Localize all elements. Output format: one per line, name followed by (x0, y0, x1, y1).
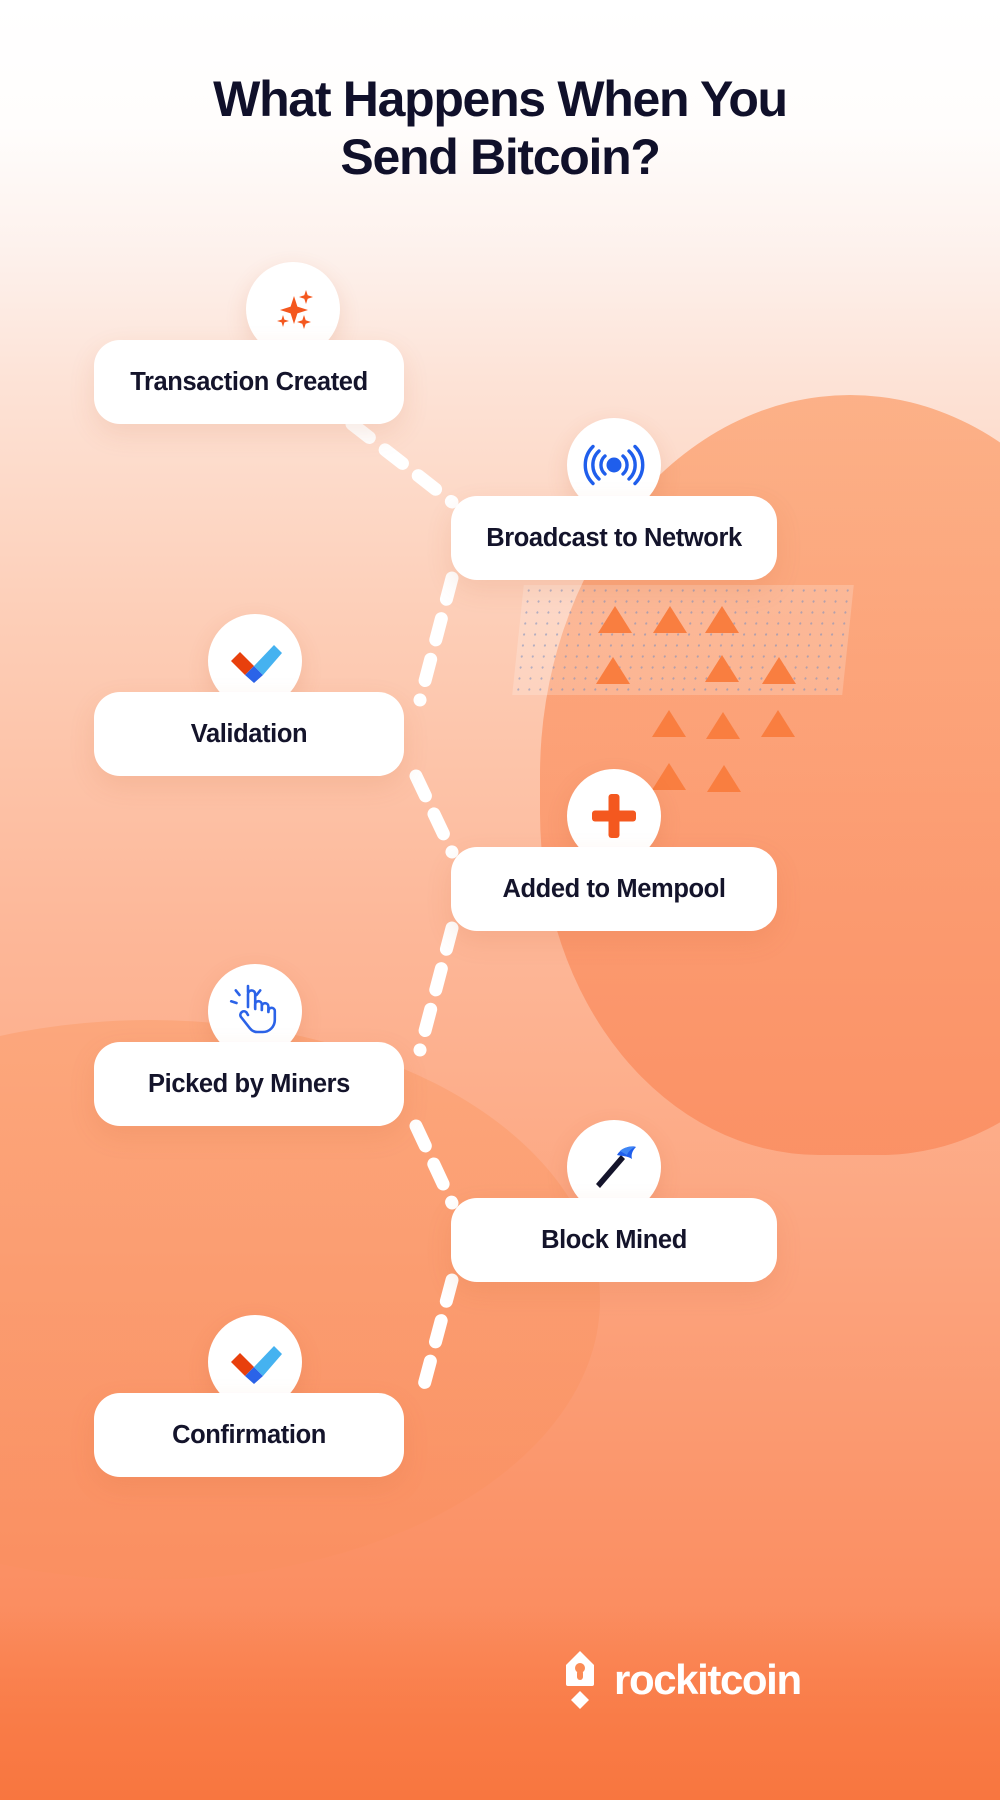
step-3-validation[interactable]: Validation (94, 614, 404, 776)
decorative-triangle (705, 606, 739, 633)
decorative-triangle (706, 712, 740, 739)
background-footer-gradient (0, 1610, 1000, 1800)
step-5-picked-by-miners[interactable]: Picked by Miners (94, 964, 404, 1126)
step-1-label: Transaction Created (130, 367, 368, 396)
step-4-added-to-mempool[interactable]: Added to Mempool (451, 769, 777, 931)
step-6-label: Block Mined (541, 1225, 687, 1254)
pointing-hand-click-icon (229, 984, 277, 1034)
decorative-triangle (598, 606, 632, 633)
decorative-triangle (652, 763, 686, 790)
step-5-card[interactable]: Picked by Miners (94, 1042, 404, 1126)
step-2-label: Broadcast to Network (486, 523, 742, 552)
step-6-block-mined[interactable]: Block Mined (451, 1120, 777, 1282)
step-5-label: Picked by Miners (148, 1069, 350, 1098)
brand-name: rockitcoin (614, 1656, 802, 1703)
pickaxe-icon (596, 1146, 636, 1188)
step-7-card[interactable]: Confirmation (94, 1393, 404, 1477)
brand-logo[interactable]: rockitcoin (560, 1650, 802, 1710)
step-4-label: Added to Mempool (502, 874, 726, 903)
broadcast-signal-icon (583, 444, 645, 486)
page-title-line-1: What Happens When You (213, 71, 788, 127)
dotted-texture-panel (512, 585, 854, 695)
plus-icon (592, 794, 636, 838)
sparkles-icon (277, 290, 313, 329)
step-7-label: Confirmation (172, 1420, 326, 1449)
decorative-triangle (705, 655, 739, 682)
check-mark-icon (231, 1346, 282, 1384)
decorative-triangle (762, 657, 796, 684)
step-6-card[interactable]: Block Mined (451, 1198, 777, 1282)
step-2-broadcast-to-network[interactable]: Broadcast to Network (451, 418, 777, 580)
step-1-card[interactable]: Transaction Created (94, 340, 404, 424)
page-title: What Happens When You Send Bitcoin? (0, 70, 1000, 186)
decorative-triangle (653, 606, 687, 633)
decorative-triangle (707, 765, 741, 792)
decorative-triangle (761, 710, 795, 737)
step-2-card[interactable]: Broadcast to Network (451, 496, 777, 580)
step-1-transaction-created[interactable]: Transaction Created (94, 262, 404, 424)
decorative-triangle (652, 710, 686, 737)
rocket-logo-icon (566, 1651, 594, 1709)
decorative-triangle (596, 657, 630, 684)
check-mark-icon (231, 645, 282, 683)
step-3-card[interactable]: Validation (94, 692, 404, 776)
step-4-card[interactable]: Added to Mempool (451, 847, 777, 931)
step-3-label: Validation (190, 719, 308, 748)
step-7-confirmation[interactable]: Confirmation (94, 1315, 404, 1477)
page-title-line-2: Send Bitcoin? (340, 129, 661, 185)
